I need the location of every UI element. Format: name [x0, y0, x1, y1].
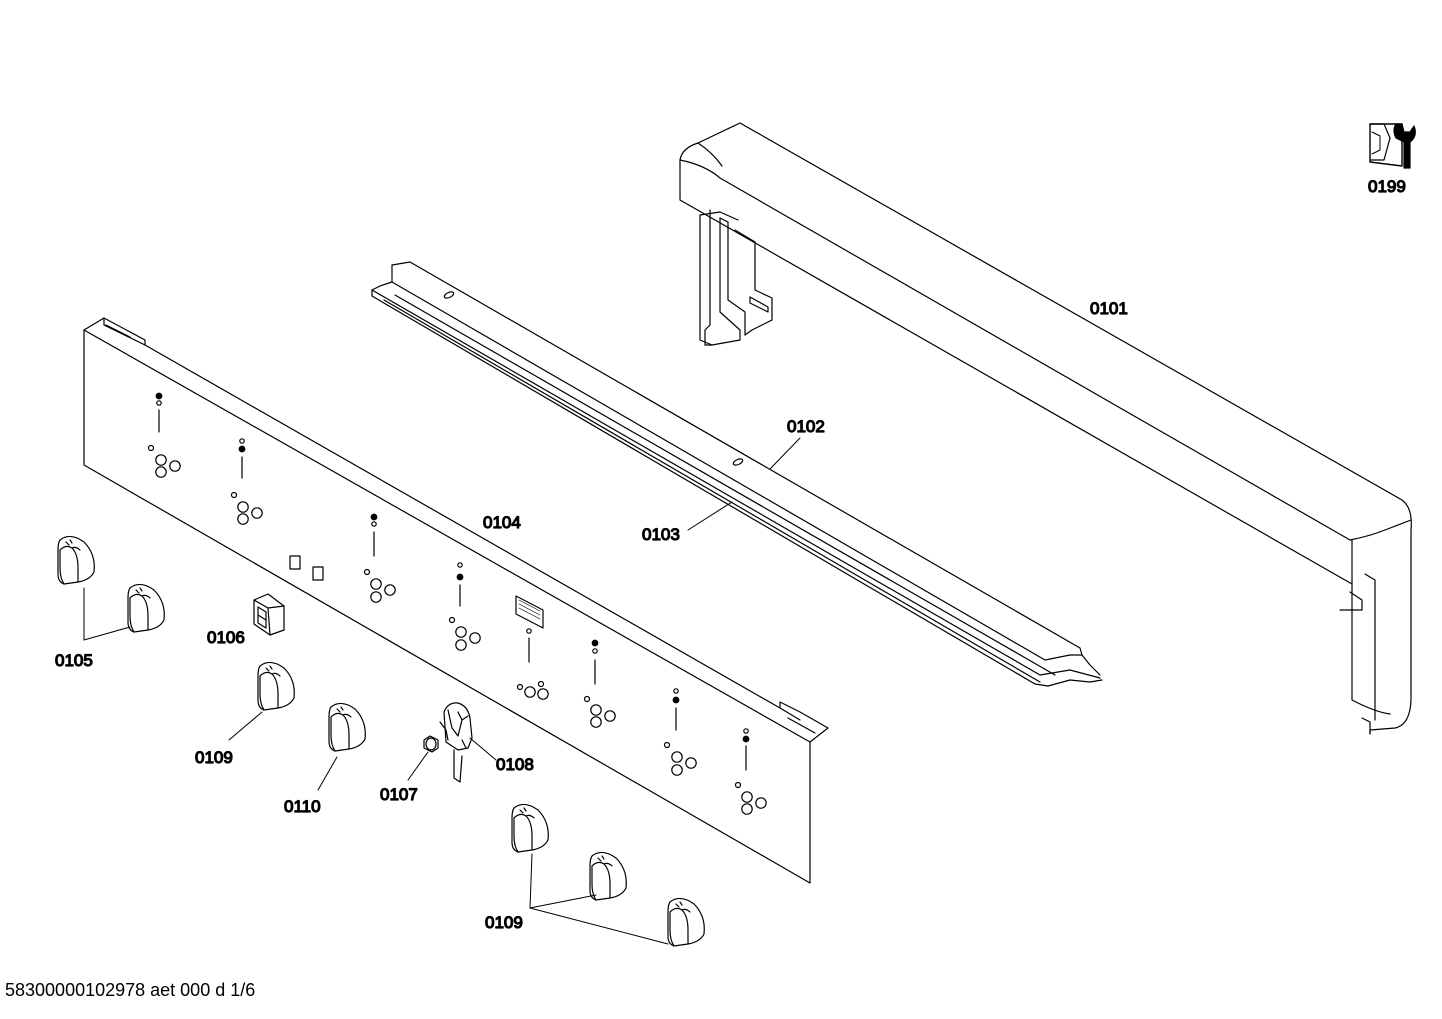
- label-0101: 0101: [1090, 299, 1128, 318]
- label-0102: 0102: [787, 417, 825, 436]
- part-0102-0103-strips: [371, 261, 1103, 687]
- part-0101-top-cover: [679, 122, 1412, 735]
- knob-hole-group: [147, 392, 181, 478]
- part-0110-knob: [328, 702, 366, 752]
- label-0106: 0106: [207, 628, 245, 647]
- label-0107: 0107: [380, 785, 418, 804]
- switch-opening: [312, 566, 324, 581]
- leader-lines: [83, 437, 801, 945]
- part-0109-knob: [511, 803, 549, 853]
- display-window: [515, 595, 544, 629]
- drawing-code: 58300000102978 aet 000 d 1/6: [5, 980, 256, 1000]
- label-0108: 0108: [496, 755, 534, 774]
- part-0106-rocker-switch: [253, 593, 285, 636]
- knob-hole-group: [734, 728, 767, 815]
- part-0107-lamp: [423, 735, 439, 753]
- label-0109: 0109: [485, 913, 523, 932]
- knob-hole-group: [363, 513, 396, 603]
- part-0105-knob: [57, 535, 95, 585]
- label-0109: 0109: [195, 748, 233, 767]
- part-0105-knob: [127, 583, 165, 633]
- part-0109-knob: [589, 851, 627, 901]
- label-0199: 0199: [1368, 177, 1406, 196]
- part-0108-lamp-holder: [439, 702, 473, 783]
- part-0109-knob: [667, 897, 705, 947]
- label-0105: 0105: [55, 651, 93, 670]
- label-0110: 0110: [284, 797, 321, 816]
- part-0109-knob: [257, 661, 295, 711]
- part-0104-control-panel: [83, 317, 829, 884]
- wrench-nut-icon: [1369, 123, 1416, 169]
- knob-hole-group: [230, 438, 263, 525]
- knob-hole-group: [516, 628, 549, 700]
- knob-hole-group: [663, 688, 697, 776]
- label-0103: 0103: [642, 525, 680, 544]
- label-0104: 0104: [483, 513, 521, 532]
- knob-hole-group: [448, 562, 481, 651]
- switch-opening: [289, 555, 301, 570]
- knob-hole-group: [583, 639, 616, 728]
